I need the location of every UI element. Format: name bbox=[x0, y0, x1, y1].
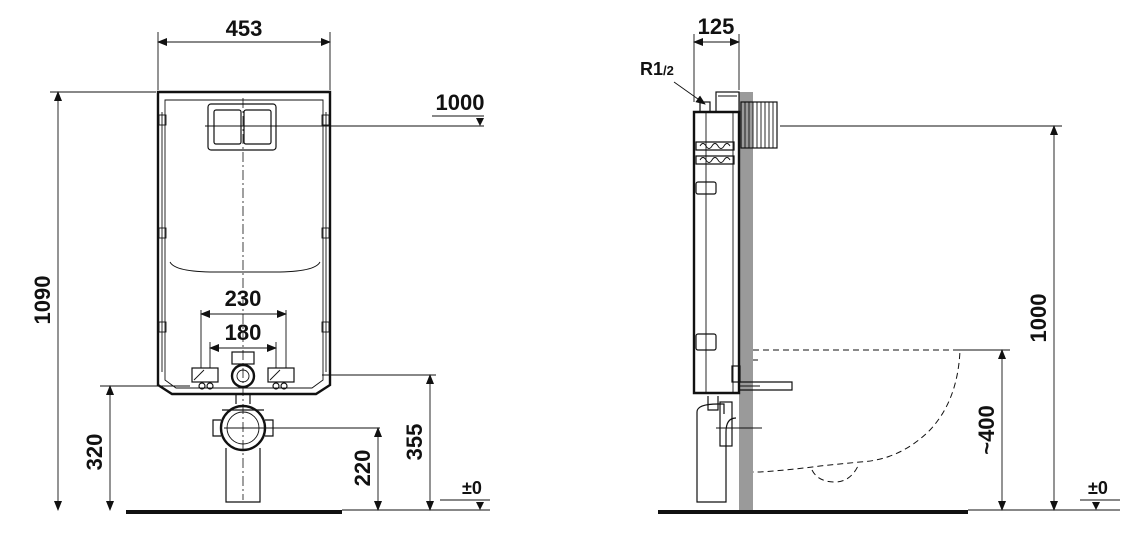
side-flush-plate bbox=[740, 101, 778, 149]
flush-plate-opening bbox=[207, 103, 277, 151]
front-width-dimension: 453 bbox=[226, 16, 263, 41]
front-height-dimension: 1090 bbox=[30, 276, 55, 325]
front-actuator-height-dimension: 1000 bbox=[436, 90, 485, 115]
bottom-bracket-dimension: 320 bbox=[82, 434, 107, 471]
bowl-bracket bbox=[739, 381, 793, 391]
side-floor-level-label: ±0 bbox=[1088, 478, 1108, 498]
top-fixing-dimension: 355 bbox=[402, 424, 427, 461]
lower-slot bbox=[695, 333, 717, 351]
side-drain-pipe bbox=[696, 396, 762, 503]
drain-pipe bbox=[212, 394, 380, 503]
side-view: 125 R1/2 1000 ~400 ±0 bbox=[640, 14, 1120, 514]
cistern-curve bbox=[169, 261, 321, 273]
side-frame-outline bbox=[692, 110, 741, 395]
bowl-height-dimension: ~400 bbox=[974, 405, 999, 455]
adjustment-clips bbox=[695, 141, 735, 165]
wall-section bbox=[739, 92, 753, 510]
side-depth-dimension: 125 bbox=[698, 14, 735, 39]
inlet-thread-label: R1/2 bbox=[640, 59, 674, 79]
front-frame-outline bbox=[156, 90, 332, 396]
side-actuator-height-dimension: 1000 bbox=[1026, 294, 1051, 343]
drain-center-dimension: 220 bbox=[350, 450, 375, 487]
front-view: 453 1000 1090 230 180 320 220 355 bbox=[30, 16, 490, 514]
inlet-fitting bbox=[699, 91, 740, 113]
front-frame-inner bbox=[164, 99, 324, 389]
bolt-span-outer-dimension: 230 bbox=[225, 286, 262, 311]
supply-connection bbox=[230, 351, 256, 389]
side-clips bbox=[158, 114, 330, 333]
wc-bowl-outline bbox=[753, 349, 961, 473]
upper-slot bbox=[695, 181, 717, 195]
front-floor-level-label: ±0 bbox=[462, 478, 482, 498]
bolt-span-inner-dimension: 180 bbox=[225, 320, 262, 345]
bottom-bolts bbox=[191, 367, 295, 390]
